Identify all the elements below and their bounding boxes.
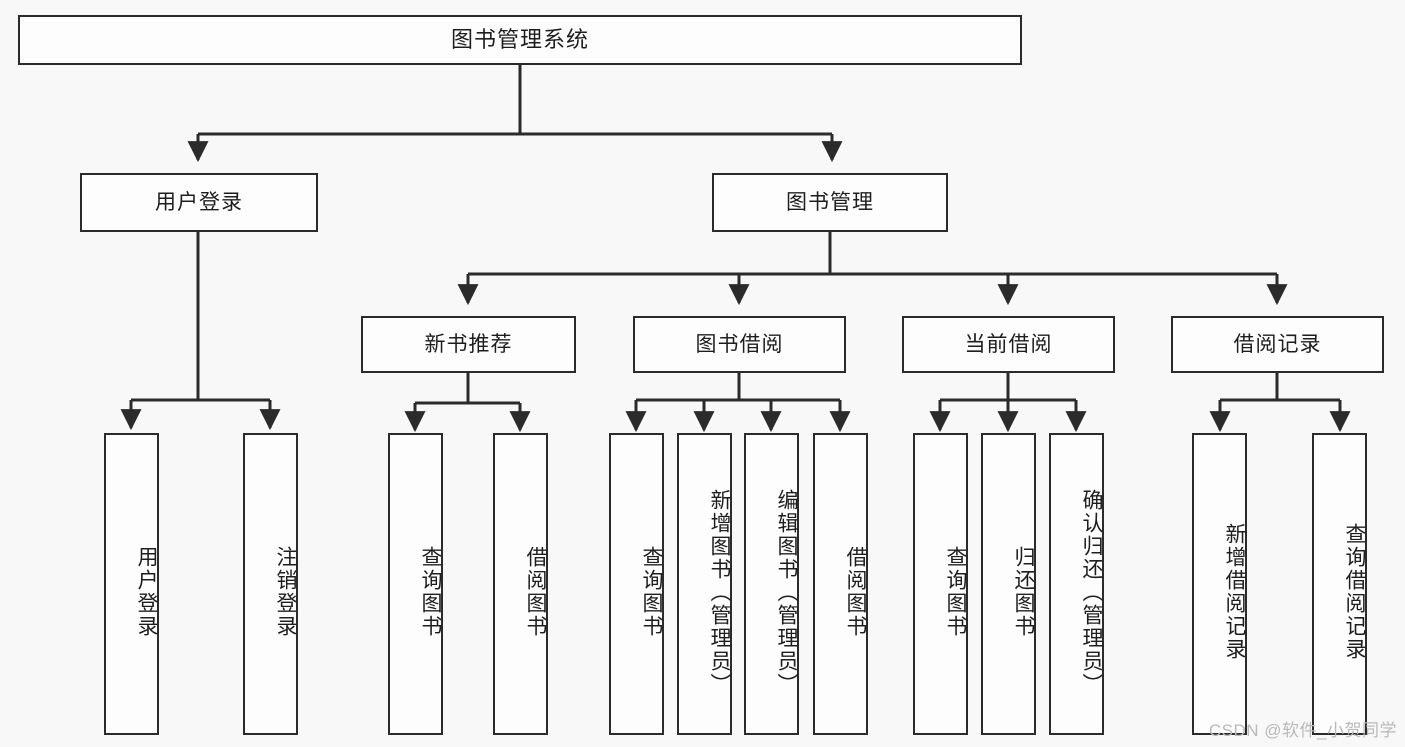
node-borrow-record[interactable]: 借阅记录: [1171, 316, 1384, 373]
node-label: 查询图书: [419, 546, 442, 638]
node-leaf-edit-book[interactable]: 编辑图书（管理员）: [744, 433, 799, 735]
node-label: 查询图书: [944, 546, 967, 638]
node-label: 新增图书（管理员）: [708, 488, 731, 696]
node-root-system[interactable]: 图书管理系统: [18, 15, 1022, 65]
node-new-book-recommend[interactable]: 新书推荐: [361, 316, 576, 373]
csdn-watermark: CSDN @软件_小贺同学: [1208, 721, 1397, 740]
node-label: 注销登录: [274, 546, 297, 638]
node-label: 归还图书: [1012, 546, 1035, 638]
node-label: 新增借阅记录: [1223, 523, 1246, 661]
node-leaf-user-login[interactable]: 用户登录: [104, 433, 159, 735]
node-label: 用户登录: [155, 190, 243, 214]
node-book-manage[interactable]: 图书管理: [712, 173, 948, 232]
node-leaf-borrow-book-2[interactable]: 借阅图书: [813, 433, 868, 735]
node-leaf-user-logout[interactable]: 注销登录: [243, 433, 298, 735]
node-leaf-query-book-2[interactable]: 查询图书: [609, 433, 664, 735]
node-label: 用户登录: [135, 546, 158, 638]
node-book-borrow[interactable]: 图书借阅: [633, 316, 846, 373]
node-label: 图书管理: [786, 190, 874, 214]
node-leaf-add-record[interactable]: 新增借阅记录: [1192, 433, 1247, 735]
node-leaf-return-book[interactable]: 归还图书: [981, 433, 1036, 735]
node-label: 借阅图书: [844, 546, 867, 638]
node-label: 新书推荐: [424, 332, 513, 356]
node-leaf-confirm-return[interactable]: 确认归还（管理员）: [1049, 433, 1104, 735]
node-leaf-query-book-3[interactable]: 查询图书: [913, 433, 968, 735]
node-user-login[interactable]: 用户登录: [80, 173, 318, 232]
node-label: 查询图书: [640, 546, 663, 638]
node-label: 借阅记录: [1233, 332, 1322, 356]
node-label: 查询借阅记录: [1343, 523, 1366, 661]
node-label: 图书借阅: [695, 332, 784, 356]
node-leaf-add-book[interactable]: 新增图书（管理员）: [677, 433, 732, 735]
node-label: 借阅图书: [524, 546, 547, 638]
node-label: 当前借阅: [964, 332, 1053, 356]
node-label: 确认归还（管理员）: [1080, 488, 1103, 696]
node-label: 图书管理系统: [450, 26, 589, 52]
node-leaf-borrow-book-1[interactable]: 借阅图书: [493, 433, 548, 735]
node-leaf-query-record[interactable]: 查询借阅记录: [1312, 433, 1367, 735]
node-current-borrow[interactable]: 当前借阅: [902, 316, 1115, 373]
node-leaf-query-book-1[interactable]: 查询图书: [388, 433, 443, 735]
node-label: 编辑图书（管理员）: [775, 488, 798, 696]
